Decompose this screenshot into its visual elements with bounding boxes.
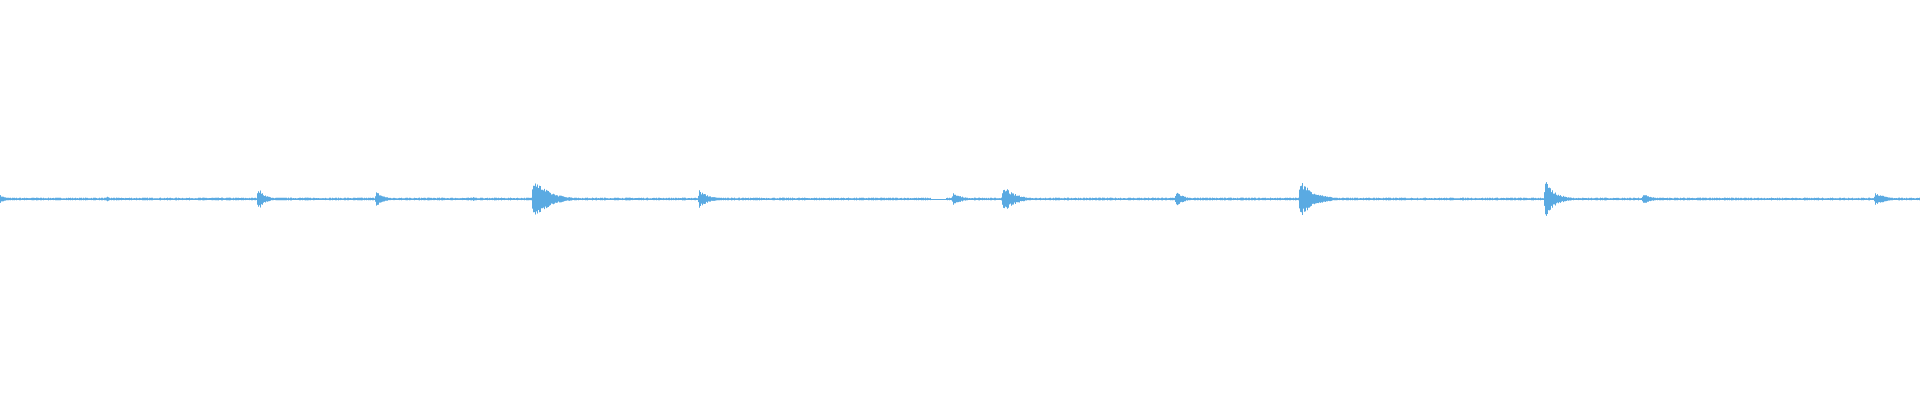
audio-waveform [0,182,1920,216]
